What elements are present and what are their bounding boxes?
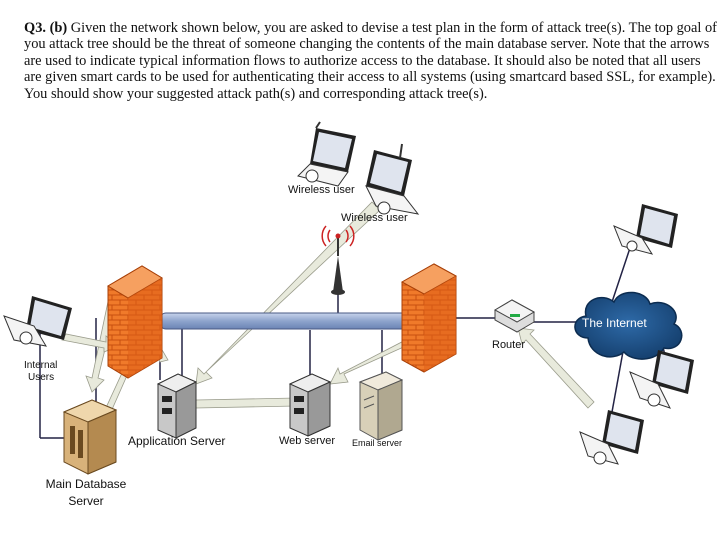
firewall-left <box>107 265 163 379</box>
flow-arrow-internet-to-router <box>517 327 595 409</box>
label-application-server: Application Server <box>128 434 225 448</box>
label-internal-users-line1: Internal <box>24 360 57 371</box>
label-web-server: Web server <box>279 435 335 447</box>
label-wireless-user-second: Wireless user <box>341 212 408 224</box>
wireless-laptop-second-icon <box>365 143 420 215</box>
label-internal-users-line2: Users <box>28 372 54 383</box>
label-main-database-line2: Server <box>68 494 103 508</box>
question-text: Q3. (b) Given the network shown below, y… <box>24 20 720 102</box>
label-router: Router <box>492 339 525 351</box>
router-icon <box>493 299 536 333</box>
question-body: Given the network shown below, you are a… <box>24 20 717 102</box>
flow-arrow-wireless-to-app <box>195 201 381 385</box>
internet-laptop-right-icon <box>629 350 694 409</box>
network-backbone <box>159 312 415 330</box>
flow-arrow-web-to-app <box>183 393 297 415</box>
main-database-server-icon <box>62 399 118 475</box>
label-main-database-line1: Main Database <box>46 477 127 491</box>
web-server-icon <box>288 373 332 437</box>
internet-laptop-top-icon <box>613 204 678 255</box>
internet-cloud <box>574 291 683 360</box>
application-server-icon <box>156 373 198 439</box>
internet-laptop-bottom-icon <box>579 410 644 465</box>
firewall-right <box>400 263 458 373</box>
laptop-icons <box>3 121 694 465</box>
email-server-icon <box>358 371 404 441</box>
label-wireless-user-top: Wireless user <box>288 184 355 196</box>
wireless-access-point-icon <box>321 225 355 295</box>
label-the-internet: The Internet <box>582 316 647 330</box>
wireless-laptop-top-icon <box>297 121 356 187</box>
label-email-server: Email server <box>352 438 402 448</box>
question-label: Q3. (b) <box>24 20 68 36</box>
internal-user-laptop-icon <box>3 296 72 347</box>
